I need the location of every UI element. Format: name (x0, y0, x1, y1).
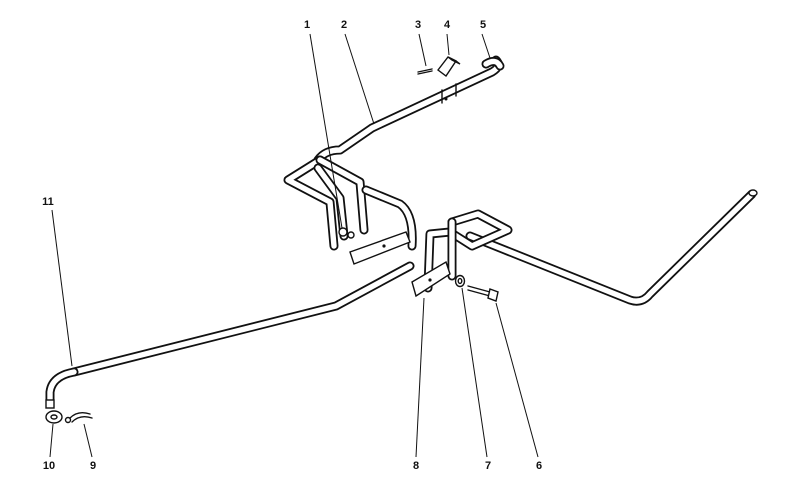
callout-7: 7 (485, 460, 491, 472)
leader-10 (49, 423, 54, 458)
clip-4 (437, 56, 461, 78)
plate-left (338, 227, 411, 265)
leader-1 (309, 33, 343, 229)
pin-3 (417, 68, 433, 75)
leader-8 (415, 297, 425, 458)
callout-10: 10 (43, 460, 55, 472)
hook-5 (481, 56, 505, 71)
washer-10 (45, 410, 63, 424)
leader-11 (51, 209, 73, 367)
leader-2 (344, 33, 375, 125)
callout-11: 11 (42, 196, 54, 208)
callout-2: 2 (341, 19, 347, 31)
bolt-6 (467, 285, 499, 302)
callouts: 1 2 3 4 5 6 7 8 9 10 11 (42, 19, 542, 472)
rod-11 (45, 261, 415, 409)
leader-9 (83, 423, 93, 458)
bracket-left (283, 155, 417, 251)
callout-8: 8 (413, 460, 419, 472)
cotter-pin-9 (64, 411, 93, 424)
leader-lines (49, 33, 539, 458)
leader-7 (461, 287, 488, 458)
plate-right (411, 260, 451, 298)
bracket-right (423, 209, 513, 293)
rod-right (465, 189, 758, 306)
washer-7 (454, 274, 466, 288)
leader-5 (481, 33, 491, 59)
callout-3: 3 (415, 19, 421, 31)
leader-6 (495, 302, 539, 458)
rod-2 (313, 55, 503, 165)
callout-1: 1 (304, 19, 310, 31)
leader-3 (418, 33, 427, 67)
callout-9: 9 (90, 460, 96, 472)
callout-4: 4 (444, 19, 451, 31)
callout-6: 6 (536, 460, 542, 472)
leader-4 (446, 33, 450, 56)
callout-5: 5 (480, 19, 486, 31)
